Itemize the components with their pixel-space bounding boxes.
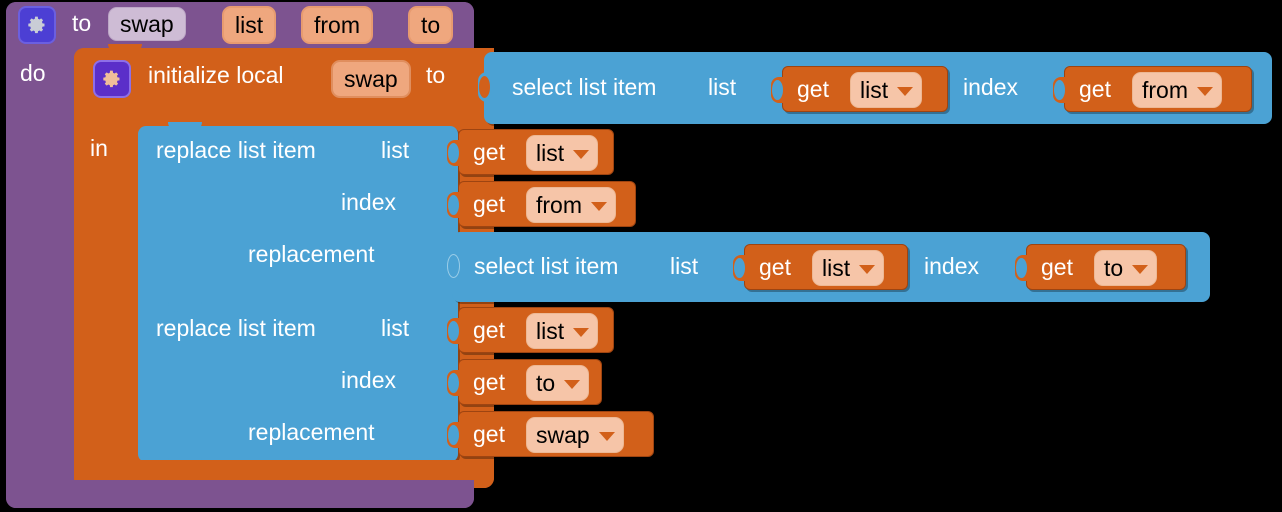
chevron-down-icon <box>897 86 914 96</box>
get-variable-dropdown[interactable]: to <box>526 365 590 401</box>
procedure-foot <box>6 480 474 508</box>
local-in-label: in <box>90 135 108 161</box>
replace-1-arg-list: list <box>381 137 410 163</box>
replace-1-arg-index: index <box>341 189 396 215</box>
procedure-name-field[interactable]: swap <box>108 7 186 41</box>
get-keyword: get <box>473 369 505 395</box>
select-inner-label: select list item <box>474 253 619 279</box>
get-keyword: get <box>473 421 505 447</box>
get-keyword: get <box>1041 254 1073 280</box>
replace-list-item-block-2[interactable] <box>138 304 458 462</box>
get-variable-dropdown[interactable]: to <box>1094 250 1158 286</box>
procedure-param-to[interactable]: to <box>408 6 454 44</box>
select-inner-plug-hole <box>447 254 460 278</box>
select-outer-arg-list: list <box>708 74 737 100</box>
procedure-to-keyword: to <box>72 10 92 36</box>
get-variable-name: list <box>536 317 565 344</box>
get-plug-hole <box>1016 258 1027 278</box>
replace-2-arg-index: index <box>341 367 396 393</box>
get-plug-hole <box>448 321 459 341</box>
replace-list-item-block-1[interactable] <box>138 126 458 304</box>
initialize-local-header <box>74 48 494 124</box>
get-variable-dropdown[interactable]: swap <box>526 417 624 453</box>
procedure-param-list[interactable]: list <box>222 6 277 44</box>
replace-2-arg-replacement: replacement <box>248 419 375 445</box>
get-keyword: get <box>473 191 505 217</box>
get-variable-dropdown[interactable]: list <box>526 135 599 171</box>
chevron-down-icon <box>573 327 590 337</box>
get-keyword: get <box>473 139 505 165</box>
chevron-down-icon <box>573 149 590 159</box>
get-variable-dropdown[interactable]: from <box>1132 72 1222 108</box>
select-inner-arg-list: list <box>670 253 699 279</box>
procedure-param-from[interactable]: from <box>301 6 373 44</box>
get-variable-dropdown[interactable]: list <box>850 72 923 108</box>
get-variable-dropdown[interactable]: list <box>526 313 599 349</box>
get-plug-hole <box>734 258 745 278</box>
chevron-down-icon <box>598 431 615 441</box>
replace-2-arg-list: list <box>381 315 410 341</box>
get-variable-name: list <box>860 76 889 103</box>
get-keyword: get <box>1079 76 1111 102</box>
get-variable-dropdown[interactable]: list <box>812 250 885 286</box>
replace-2-label: replace list item <box>156 315 316 341</box>
chevron-down-icon <box>1132 264 1149 274</box>
get-variable-name: list <box>822 254 851 281</box>
chevron-down-icon <box>564 379 581 389</box>
get-keyword: get <box>473 317 505 343</box>
get-plug-hole <box>448 143 459 163</box>
get-variable-name: to <box>536 369 556 396</box>
get-variable-name: swap <box>536 421 590 448</box>
get-variable-dropdown[interactable]: from <box>526 187 616 223</box>
replace-1-label: replace list item <box>156 137 316 163</box>
get-variable-name: from <box>536 191 582 218</box>
gear-icon[interactable] <box>93 60 131 98</box>
gear-icon[interactable] <box>18 6 56 44</box>
get-plug-hole <box>772 80 783 100</box>
get-plug-hole <box>1054 80 1065 100</box>
local-to-keyword: to <box>426 62 446 88</box>
get-keyword: get <box>797 76 829 102</box>
replace-1-arg-replacement: replacement <box>248 241 375 267</box>
get-variable-name: list <box>536 139 565 166</box>
get-plug-hole <box>448 425 459 445</box>
replace-1-top-notch <box>168 122 202 131</box>
select-inner-arg-index: index <box>924 253 979 279</box>
replace-2-top-notch <box>168 302 202 312</box>
get-plug-hole <box>448 373 459 393</box>
select-outer-plug-hole <box>479 76 490 98</box>
get-keyword: get <box>759 254 791 280</box>
select-outer-label: select list item <box>512 74 657 100</box>
chevron-down-icon <box>1197 86 1213 96</box>
get-plug-hole <box>448 195 459 215</box>
select-outer-arg-index: index <box>963 74 1018 100</box>
local-var-name-field[interactable]: swap <box>331 60 411 98</box>
get-variable-name: to <box>1104 254 1124 281</box>
get-variable-name: from <box>1142 76 1188 103</box>
chevron-down-icon <box>859 264 876 274</box>
procedure-do-label: do <box>20 60 46 86</box>
chevron-down-icon <box>591 201 607 211</box>
initialize-local-label: initialize local <box>148 62 284 88</box>
